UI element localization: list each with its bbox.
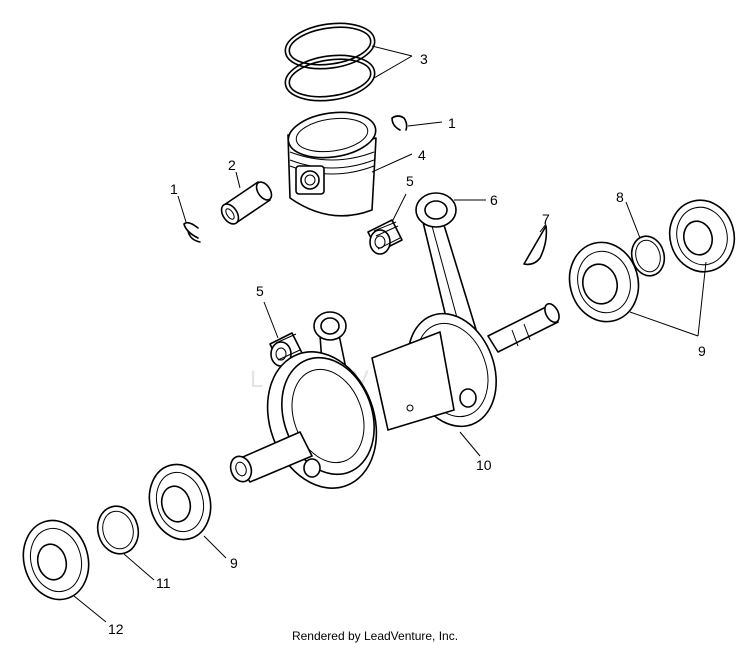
- callout-1-left: 1: [170, 181, 178, 197]
- needle-bearing-upper: [367, 219, 403, 255]
- oil-seal-left: [22, 519, 90, 601]
- connecting-rod-upper: [415, 192, 479, 343]
- shim-ring: [630, 235, 666, 277]
- callout-1-right: 1: [448, 115, 456, 131]
- callout-10: 10: [476, 457, 492, 473]
- leader-lines: [73, 45, 707, 623]
- callout-12: 12: [108, 621, 124, 637]
- piston-rings: [284, 22, 376, 102]
- main-bearing-left: [148, 463, 212, 541]
- callout-4: 4: [418, 147, 426, 163]
- callout-8: 8: [616, 189, 624, 205]
- callout-9-left: 9: [230, 555, 238, 571]
- callout-5-upper: 5: [406, 173, 414, 189]
- callout-6: 6: [490, 192, 498, 208]
- piston-pin: [220, 181, 273, 225]
- oil-seal-right: [668, 199, 736, 273]
- circlips: [183, 115, 408, 243]
- callout-2: 2: [228, 157, 236, 173]
- callout-11: 11: [156, 575, 171, 591]
- spacer-ring: [96, 505, 140, 555]
- woodruff-key: [523, 225, 548, 266]
- callout-7: 7: [542, 211, 550, 227]
- callout-5-lower: 5: [256, 283, 264, 299]
- piston: [287, 111, 377, 217]
- main-bearing-right: [568, 241, 640, 323]
- callout-9-right: 9: [698, 343, 706, 359]
- crankshaft: [229, 302, 560, 489]
- callout-3: 3: [420, 51, 428, 67]
- callout-labels: 1 1 2 3 4 5 5 6 7 8 9 9 10 11 12: [108, 51, 706, 637]
- render-credit: Rendered by LeadVenture, Inc.: [291, 629, 459, 643]
